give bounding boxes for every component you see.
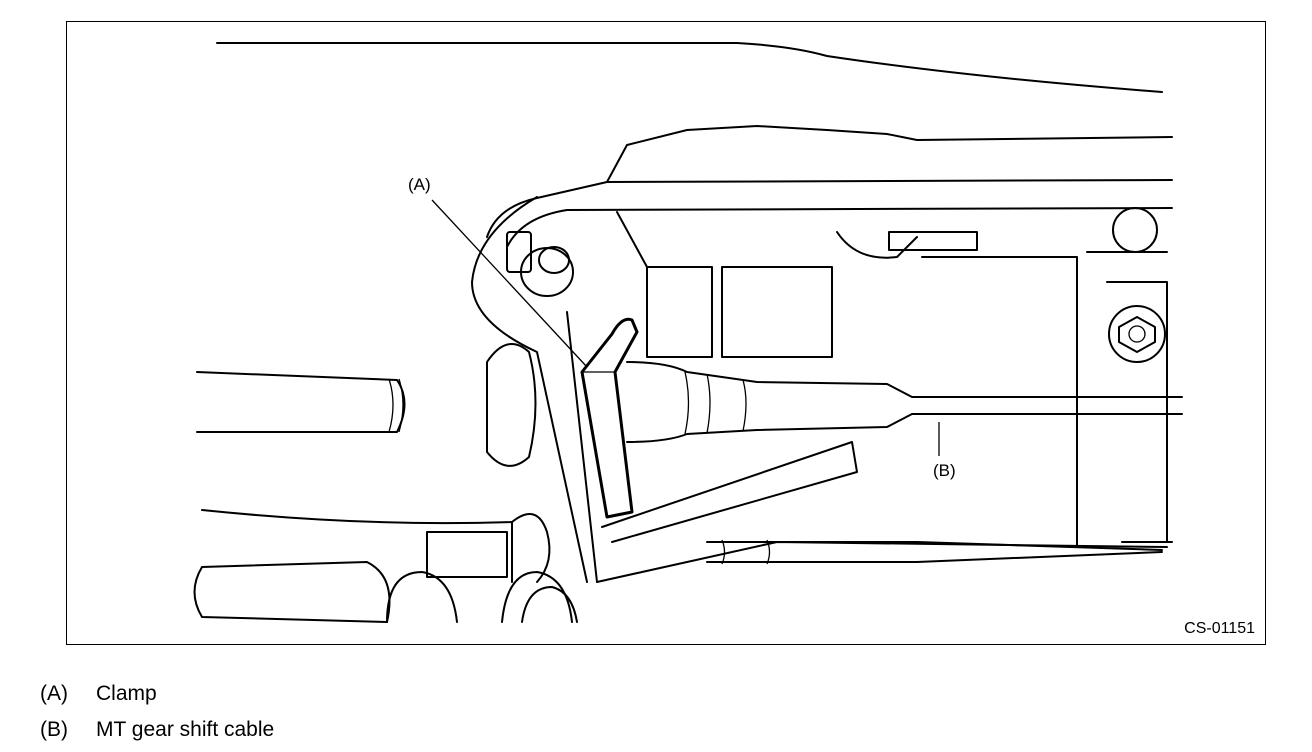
frame-right-panel — [1086, 251, 1173, 543]
figure-frame: (A) (B) CS-01151 — [66, 21, 1266, 645]
diagonal-brace — [601, 441, 858, 543]
bolt-washer — [1112, 207, 1158, 253]
lower-cable-end — [193, 561, 391, 623]
bolt-head — [1118, 316, 1156, 353]
frame-rib — [616, 211, 1078, 548]
cable-lower-bands — [721, 539, 771, 565]
frame-window-2 — [721, 266, 833, 358]
callout-a-label: (A) — [408, 175, 431, 194]
legend-key: (B) — [40, 718, 68, 741]
cable-boot-lower — [626, 413, 1183, 443]
bracket-inner-edge — [506, 207, 1173, 248]
clamp — [580, 317, 639, 519]
frame-slot — [888, 231, 978, 251]
legend-text: MT gear shift cable — [96, 718, 275, 741]
bolt-center — [1128, 325, 1146, 343]
cable-grommet — [486, 343, 537, 467]
figure-code: CS-01151 — [1184, 620, 1255, 637]
cable-upper-left — [196, 371, 406, 433]
legend-text: Clamp — [96, 682, 157, 705]
cable-boot-bands — [684, 371, 747, 435]
frame-window-1 — [646, 266, 713, 358]
legend: (A) Clamp (B) MT gear shift cable — [40, 676, 274, 748]
shift-cable-illustration — [193, 42, 1183, 623]
legend-item: (A) Clamp — [40, 676, 274, 712]
legend-key: (A) — [40, 682, 68, 705]
bracket-left-curve — [471, 196, 588, 583]
bolt-ring — [1108, 305, 1166, 363]
lower-boot-1 — [386, 571, 458, 623]
bracket-top-outline — [606, 125, 1173, 183]
pivot-pin-top — [538, 246, 570, 274]
cable-lower-right — [706, 541, 1163, 563]
cable-boot — [626, 361, 1183, 398]
callout-b-label: (B) — [933, 461, 956, 480]
bracket-pin — [506, 231, 532, 273]
cable-lower-collar — [426, 531, 508, 578]
legend-item: (B) MT gear shift cable — [40, 712, 274, 748]
body-panel-top — [216, 42, 1163, 93]
leader-line-a — [431, 199, 588, 368]
cable-lower-left — [201, 509, 513, 583]
lower-boot-2 — [501, 571, 573, 623]
cable-upper-ridges — [388, 378, 404, 433]
lower-boot-3 — [521, 586, 578, 623]
cable-lower-boot — [511, 513, 551, 583]
bracket-left-inner — [566, 311, 598, 583]
